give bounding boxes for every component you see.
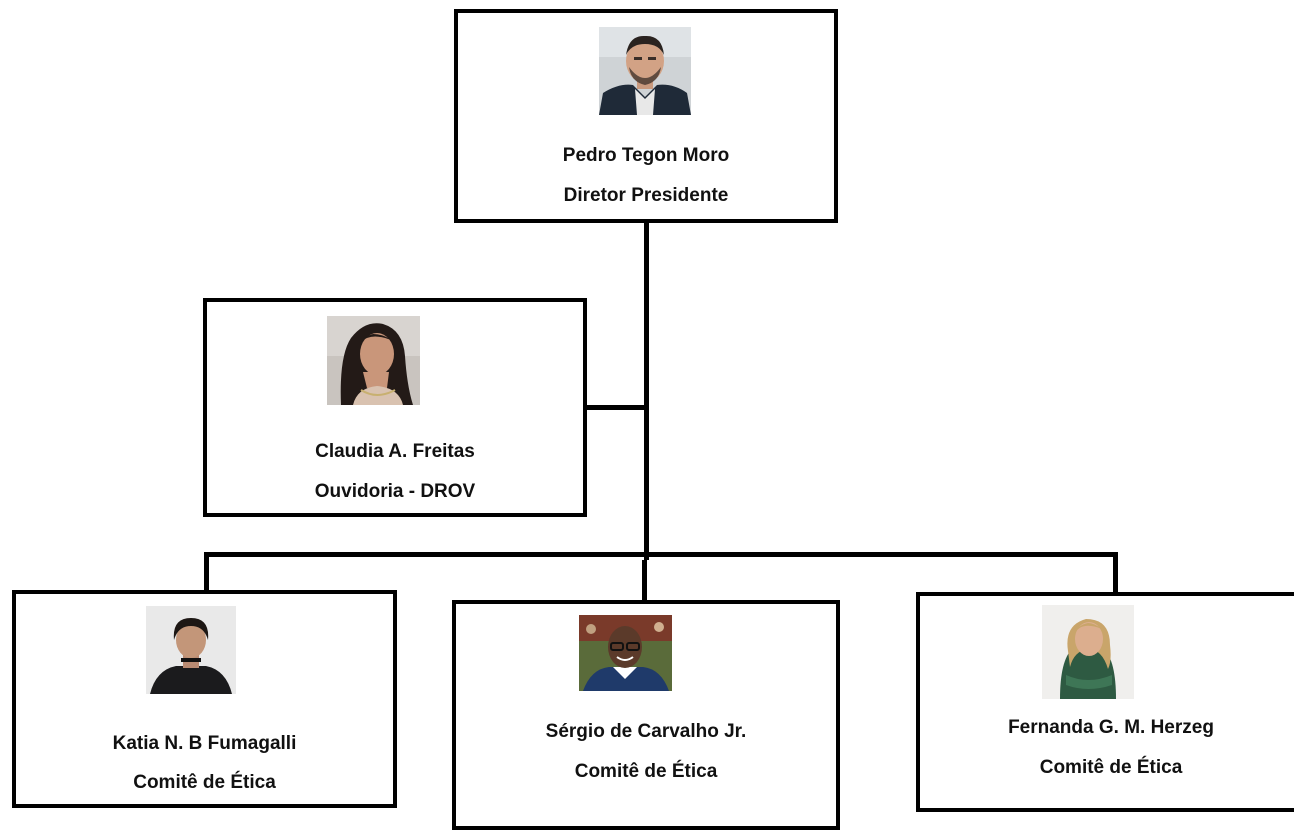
avatar-sergio [579, 615, 672, 691]
connector-drop-left [204, 552, 209, 592]
node-role: Comitê de Ética [574, 761, 718, 782]
org-node-committee-2: Sérgio de Carvalho Jr. Comitê de Ética [452, 600, 840, 830]
node-name: Sérgio de Carvalho Jr. [545, 721, 747, 742]
node-role: Ouvidoria - DROV [314, 481, 476, 502]
node-role: Diretor Presidente [563, 185, 729, 206]
node-name: Claudia A. Freitas [315, 441, 475, 462]
avatar-claudia [327, 316, 420, 405]
org-node-committee-3: Fernanda G. M. Herzeg Comitê de Ética [916, 592, 1294, 812]
org-node-president: Pedro Tegon Moro Diretor Presidente [454, 9, 838, 223]
node-name: Katia N. B Fumagalli [112, 733, 297, 754]
connector-drop-right [1113, 552, 1118, 594]
avatar-katia [146, 606, 236, 694]
connector-side-branch [585, 405, 647, 410]
node-role: Comitê de Ética [133, 772, 276, 793]
org-node-ouvidoria: Claudia A. Freitas Ouvidoria - DROV [203, 298, 587, 517]
avatar-pedro [599, 27, 691, 115]
avatar-fernanda [1042, 605, 1134, 699]
connector-vertical-main [644, 222, 649, 560]
org-node-committee-1: Katia N. B Fumagalli Comitê de Ética [12, 590, 397, 808]
node-name: Pedro Tegon Moro [562, 145, 730, 166]
node-name: Fernanda G. M. Herzeg [1008, 717, 1214, 738]
connector-horizontal-bottom [204, 552, 1118, 557]
connector-drop-center [642, 560, 647, 602]
node-role: Comitê de Ética [1039, 757, 1183, 778]
